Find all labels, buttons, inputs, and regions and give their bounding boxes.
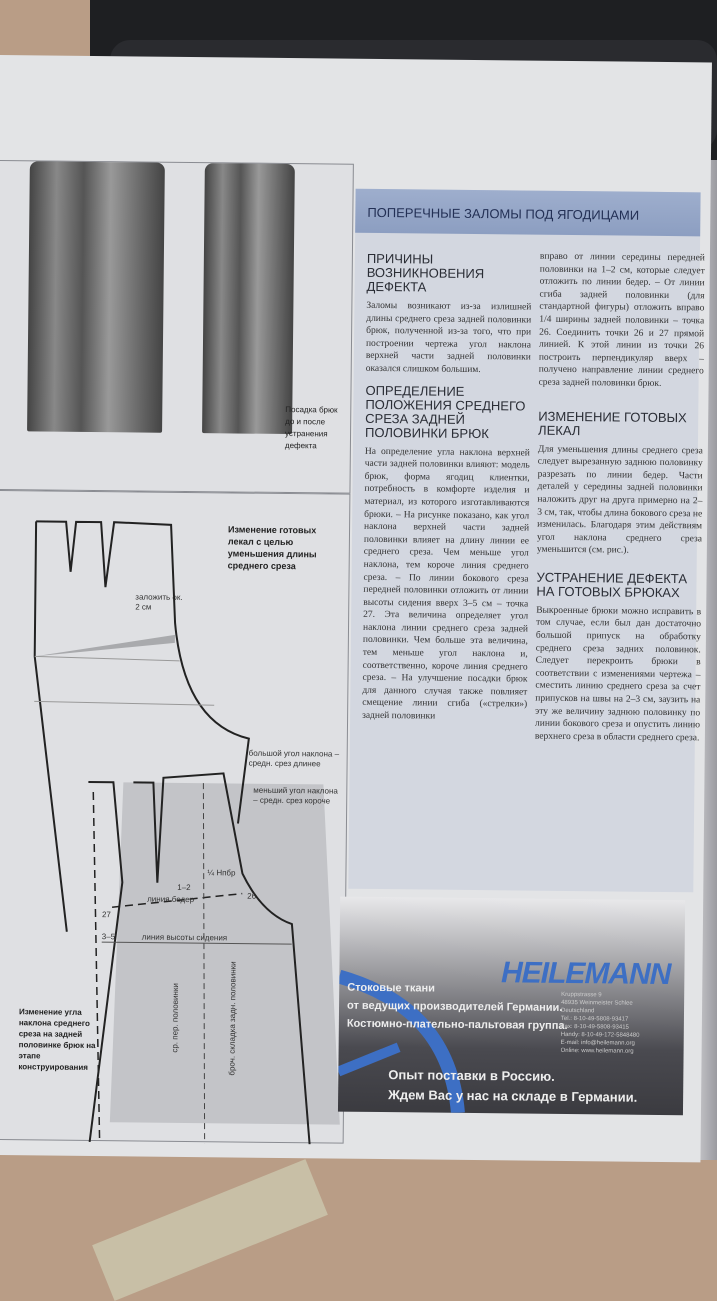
diagram-caption-bottom: Изменение угла наклона среднего среза на… (18, 1007, 96, 1072)
article-column: ПОПЕРЕЧНЫЕ ЗАЛОМЫ ПОД ЯГОДИЦАМИ ПРИЧИНЫ … (348, 188, 705, 893)
label-fold: заложить ок. 2 см (135, 592, 183, 612)
label-small-angle: меньший угол наклона – средн. срез короч… (253, 785, 338, 806)
pattern-drawing (33, 520, 340, 1145)
heilemann-advertisement: HEILEMANN Стоковые ткани от ведущих прои… (337, 896, 686, 1116)
trousers-photo-after (202, 163, 295, 435)
label-hip-line: линия бедер (147, 894, 195, 905)
section-heading: ОПРЕДЕЛЕНИЕ ПОЛОЖЕНИЯ СРЕДНЕГО СРЕЗА ЗАД… (364, 382, 526, 441)
section-text: Для уменьшения длины среднего среза след… (536, 444, 703, 556)
ad-slogan-1: Опыт поставки в Россию. (388, 1067, 555, 1084)
back-piece-fill (109, 782, 340, 1125)
magazine-page: Посадка брюк до и после устранения дефек… (0, 55, 712, 1163)
section-heading: УСТРАНЕНИЕ ДЕФЕКТА НА ГОТОВЫХ БРЮКАХ (536, 569, 688, 601)
section-text: вправо от линии середины передней полови… (538, 251, 705, 389)
pattern-diagram-panel: Изменение готовых лекал с целью уменьшен… (0, 489, 351, 1145)
heilemann-logo: HEILEMANN (500, 956, 671, 992)
blue-arc-graphic (337, 969, 465, 1114)
label-1-2: 1–2 (177, 882, 191, 893)
label-point-27: 27 (101, 910, 111, 920)
ad-address: Kruppstrasse 9 48935 Weinmeister Schlee … (561, 991, 640, 1056)
label-point-26: 26 (247, 891, 257, 901)
section-heading: ПРИЧИНЫ ВОЗНИКНОВЕНИЯ ДЕФЕКТА (366, 250, 485, 295)
ad-slogan-2: Ждем Вас у нас на складе в Германии. (388, 1087, 638, 1105)
ad-line-1: Стоковые ткани (347, 981, 436, 995)
article-column-right: вправо от линии середины передней полови… (535, 251, 705, 745)
photos-caption: Посадка брюк до и после устранения дефек… (284, 405, 338, 451)
section-text: На определение угла наклона верхней част… (362, 446, 530, 722)
section-heading: ИЗМЕНЕНИЕ ГОТОВЫХ ЛЕКАЛ (538, 408, 687, 438)
section-text: Выкроенные брюки можно исправить в том с… (534, 605, 702, 744)
diagram-caption-top: Изменение готовых лекал с целью уменьшен… (227, 524, 317, 572)
ad-website: Online: www.heilemann.org (560, 1047, 634, 1055)
label-back-fold: броч. складка задн. половинки (227, 961, 238, 1076)
ad-line-2: от ведущих производителей Германии. (347, 999, 563, 1014)
article-column-left: ПРИЧИНЫ ВОЗНИКНОВЕНИЯ ДЕФЕКТА Заломы воз… (362, 244, 532, 724)
ad-line-3: Костюмно-плательно-пальтовая группа. (346, 1017, 568, 1032)
label-quarter: ¼ Нпбр (207, 868, 236, 878)
label-large-angle: большой угол наклона – средн. срез длине… (248, 748, 340, 769)
label-3-5: 3–5 (101, 932, 116, 942)
trousers-photo-before (27, 161, 165, 433)
trousers-photos-panel: Посадка брюк до и после устранения дефек… (0, 159, 354, 494)
section-text: Заломы возникают из-за излишней длины ср… (365, 300, 532, 376)
label-front-middle: ср. пер. половинки (170, 983, 181, 1053)
fold-wedge (34, 634, 175, 657)
article-title: ПОПЕРЕЧНЫЕ ЗАЛОМЫ ПОД ЯГОДИЦАМИ (355, 188, 701, 237)
label-seat-line: линия высоты сидения (141, 932, 228, 943)
